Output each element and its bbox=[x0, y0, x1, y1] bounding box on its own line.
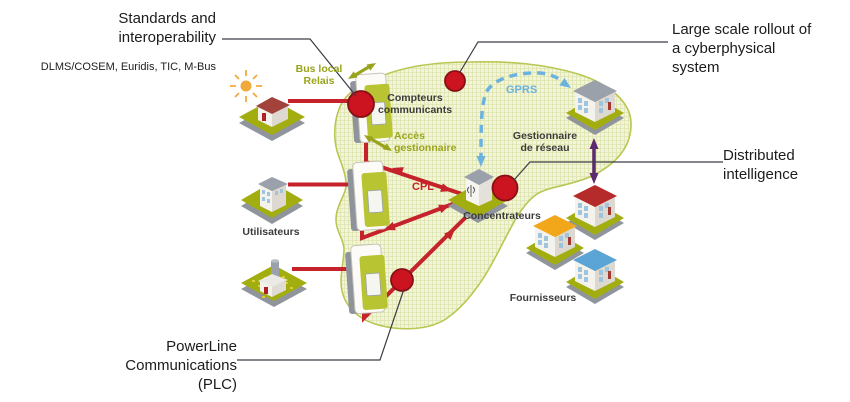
label-fournisseurs: Fournisseurs bbox=[509, 292, 577, 304]
marker-standards bbox=[347, 90, 375, 118]
building-icon-utilisateurs bbox=[241, 177, 303, 224]
building-icon-gestionnaire bbox=[566, 80, 624, 135]
marker-distributed bbox=[491, 174, 519, 202]
sun-icon bbox=[230, 70, 262, 102]
label-utilisateurs: Utilisateurs bbox=[242, 226, 300, 238]
building-icon-fournisseur-blue bbox=[566, 249, 624, 304]
connector-rollout bbox=[459, 41, 668, 73]
factory-icon bbox=[241, 259, 307, 307]
connector-standards bbox=[222, 38, 357, 97]
label-concentrateurs: Concentrateurs bbox=[463, 210, 541, 222]
power-line-arrowheads bbox=[384, 167, 455, 240]
meter-icon-3 bbox=[345, 243, 388, 314]
connector-plc bbox=[237, 288, 405, 361]
purple-link-arrow bbox=[589, 138, 599, 184]
acces-gestionnaire-arrow-icon bbox=[364, 135, 392, 151]
house-icon-residential bbox=[239, 97, 305, 141]
label-bus-local-relais: Bus local Relais bbox=[295, 63, 343, 88]
annotation-large-scale-rollout: Large scale rollout of a cyberphysical s… bbox=[672, 21, 812, 76]
marker-plc bbox=[390, 268, 414, 292]
meter-icon-2 bbox=[347, 160, 390, 231]
concentrator-icon bbox=[448, 169, 508, 223]
annotation-plc: PowerLine Communications (PLC) bbox=[125, 338, 237, 393]
label-cpl: CPL bbox=[412, 181, 434, 193]
annotation-standards-subtitle: DLMS/COSEM, Euridis, TIC, M-Bus bbox=[40, 61, 216, 73]
annotation-standards: Standards and interoperability bbox=[118, 10, 216, 46]
label-gprs: GPRS bbox=[506, 84, 538, 96]
annotation-connectors bbox=[222, 38, 723, 361]
connector-distributed bbox=[513, 161, 723, 181]
label-acces-gestionnaire: Accès gestionnaire bbox=[394, 130, 457, 155]
label-compteurs-communicants: Compteurs communicants bbox=[377, 92, 453, 117]
annotation-distributed-intelligence: Distributed intelligence bbox=[723, 147, 799, 183]
gprs-arrow bbox=[476, 71, 571, 167]
building-icon-fournisseur-orange bbox=[526, 215, 584, 270]
building-icon-fournisseur-red bbox=[566, 185, 624, 240]
marker-rollout bbox=[444, 70, 466, 92]
label-gestionnaire-reseau: Gestionnaire de réseau bbox=[512, 130, 578, 155]
bus-local-arrow-icon bbox=[348, 63, 376, 79]
